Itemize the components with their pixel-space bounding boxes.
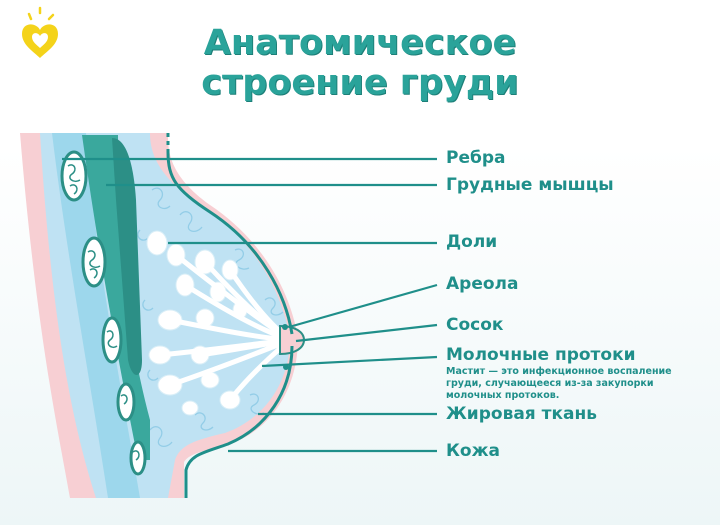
ribs (60, 150, 147, 476)
label-lobes: Доли (446, 232, 498, 252)
label-areola: Ареола (446, 274, 519, 294)
pectoral-muscle-outer (82, 135, 150, 460)
title-line-2: строение груди (201, 63, 519, 103)
label-fat-tissue: Жировая ткань (446, 404, 597, 424)
leader-areola (288, 283, 438, 329)
label-ribs: Ребра (446, 148, 506, 168)
leader-ducts (261, 355, 438, 368)
mastitis-note: Мастит — это инфекционное воспаление гру… (446, 366, 672, 401)
label-pectoral-muscles: Грудные мышцы (446, 175, 614, 195)
label-skin: Кожа (446, 441, 500, 461)
label-milk-ducts: Молочные протоки (446, 345, 636, 365)
leader-nipple (295, 323, 438, 343)
label-nipple: Сосок (446, 315, 504, 335)
areola-marker (282, 324, 288, 330)
skin-outline (166, 151, 294, 498)
leader-lines (62, 157, 438, 453)
brand-logo-icon (22, 6, 58, 58)
fat-texture (137, 187, 284, 448)
title-line-1: Анатомическое (203, 23, 517, 63)
pectoral-muscle-inner (112, 138, 142, 375)
